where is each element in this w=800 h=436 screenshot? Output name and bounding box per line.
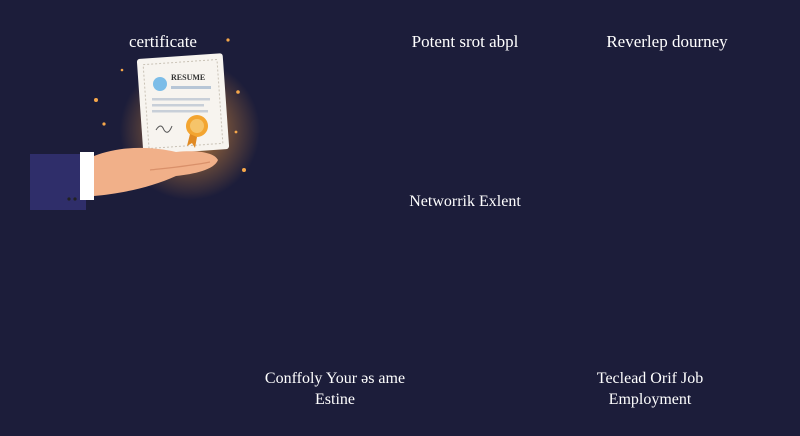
node-title-conffoly: Conffoly Your ǝs ame Estine [225,368,445,410]
node-title-job: Teclead Orif Job Employment [565,368,735,410]
conffoly-subtitle: Estine [315,391,355,408]
certificate-illustration: RESUME [30,38,260,210]
node-title-network: Networrik Exlent [409,193,521,210]
signature-icon [155,125,173,133]
conffoly-title: Conffoly Your ǝs ame [264,370,406,387]
node-title-potent: Potent srot abpl [411,32,519,51]
job-title: Teclead Orif Job [596,370,704,387]
resume-avatar-icon [153,77,167,91]
resume-document: RESUME [136,53,230,155]
node-title-reverie: Reverlep dourney [606,32,728,51]
job-subtitle: Employment [608,391,692,408]
node-title-certificate: certificate [129,32,197,51]
resume-label: RESUME [171,73,205,82]
hand-icon [30,147,218,210]
